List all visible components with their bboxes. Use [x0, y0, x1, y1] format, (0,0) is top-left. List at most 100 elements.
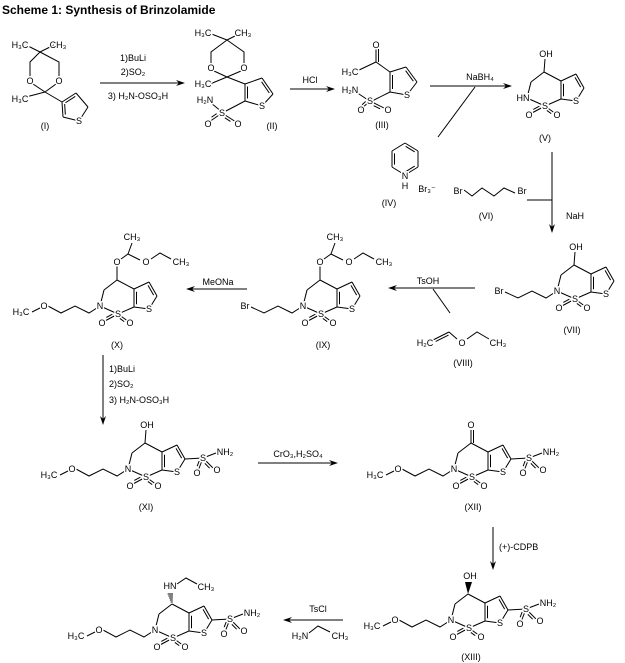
bond: [353, 252, 375, 260]
bond: [510, 457, 530, 460]
bond: [197, 457, 204, 472]
atom-label: O: [95, 625, 102, 635]
arrowhead-icon: [186, 286, 195, 292]
atom-label: O: [357, 105, 364, 115]
bond: [405, 145, 416, 153]
atom-label: O: [220, 629, 227, 639]
reaction-arrow: [290, 86, 335, 92]
bond: [119, 318, 125, 323]
bond: [210, 39, 228, 65]
bond: [560, 264, 575, 276]
reagent-atom: CH₃: [332, 631, 349, 641]
atom-label: H₃C: [342, 67, 359, 77]
bond: [127, 468, 147, 478]
reaction-arrow: [490, 527, 496, 570]
reagent-label: TsCl: [309, 604, 327, 614]
bond: [499, 595, 509, 611]
arrowhead-icon: [326, 86, 335, 92]
bond: [520, 608, 527, 623]
reagent-label: 1)BuLi: [120, 53, 146, 63]
bond: [575, 73, 585, 89]
bond: [605, 266, 615, 282]
bond: [522, 460, 526, 467]
bond: [320, 313, 333, 323]
bond: [546, 110, 552, 115]
bond: [145, 469, 163, 478]
atom-label: O: [519, 468, 526, 478]
bond: [47, 305, 101, 314]
bond: [574, 291, 592, 300]
bond: [533, 105, 540, 110]
reagent-atom: H₂N: [292, 631, 309, 641]
bond: [605, 280, 615, 295]
bond: [460, 476, 467, 481]
bond: [39, 51, 60, 78]
bond: [336, 281, 353, 290]
bond: [302, 305, 322, 315]
atom-label: O: [539, 465, 546, 475]
bond: [64, 104, 66, 115]
bond: [544, 105, 557, 115]
atom-label: S: [526, 453, 532, 463]
bond: [322, 318, 328, 323]
atom-label: H₃C: [12, 40, 29, 50]
atom-label: OH: [539, 49, 553, 59]
atom-label: O: [536, 616, 543, 626]
atom-label: H₂N: [197, 95, 214, 105]
atom-label: H₂C: [417, 338, 434, 348]
atom-label: S: [174, 467, 180, 477]
bond: [499, 609, 509, 624]
bond: [523, 457, 530, 472]
atom-label: O: [316, 257, 323, 267]
bond: [375, 61, 391, 73]
atom-label: O: [372, 40, 379, 50]
bond: [176, 444, 186, 460]
atom-label: NH₂: [540, 598, 557, 608]
bond: [302, 289, 308, 307]
bond: [519, 611, 523, 618]
bond: [484, 620, 501, 624]
atom-label: NH₂: [244, 608, 261, 618]
atom-label: O: [55, 76, 62, 86]
atom-label: H₃C: [13, 307, 30, 317]
bond: [65, 96, 76, 104]
bond: [502, 444, 512, 460]
bond: [369, 100, 387, 110]
compound-label: (IX): [316, 340, 331, 350]
bond: [457, 442, 472, 454]
atom-label: S: [404, 90, 410, 100]
atom-label: CH₃: [124, 232, 141, 242]
bond: [544, 98, 562, 107]
atom-label: S: [466, 623, 472, 633]
bond: [202, 452, 217, 459]
bond: [116, 279, 135, 290]
bond: [99, 305, 119, 315]
bond: [560, 73, 577, 82]
atom-label: H₃C: [68, 631, 85, 641]
bond: [556, 274, 562, 292]
bond: [351, 295, 361, 310]
bond: [188, 630, 205, 634]
reagent-label: NaBH₄: [466, 72, 494, 82]
bond: [330, 242, 336, 255]
atom-label: O: [467, 420, 474, 430]
bond: [171, 603, 190, 614]
bond: [250, 305, 304, 314]
atom-label: N: [448, 615, 455, 625]
bond: [202, 457, 216, 471]
atom-label: S: [573, 96, 579, 106]
reagent-label: NaH: [566, 211, 584, 221]
atom-label: O: [142, 257, 149, 267]
bond: [448, 331, 458, 340]
bond: [202, 609, 210, 620]
bond: [44, 83, 57, 93]
compound-label: (XIII): [461, 652, 481, 662]
reagent-label: 2)SO₂: [121, 67, 146, 77]
bond: [127, 452, 133, 470]
bond: [308, 625, 331, 634]
atom-label: S: [542, 101, 548, 111]
